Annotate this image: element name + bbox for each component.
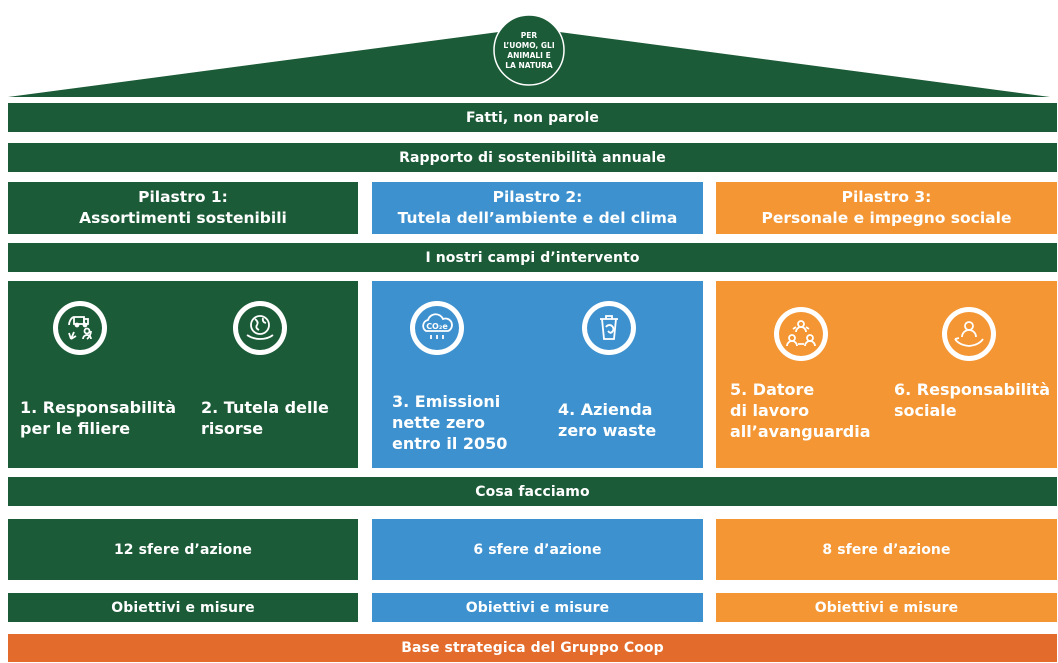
pillar-3-objectives-label: Obiettivi e misure: [814, 599, 959, 616]
what-we-do-bar: Cosa facciamo: [8, 477, 1057, 506]
field-3-line: entro il 2050: [392, 434, 508, 453]
field-3-line: 3. Emissioni: [392, 392, 501, 411]
field-4-icon-circle: [582, 301, 636, 355]
field-3-label: 3. Emissioni nette zero entro il 2050: [392, 391, 542, 454]
fields-panel-3: 5. Datore di lavoro all’avanguardia 6. R…: [716, 281, 1057, 468]
report-bar-label: Rapporto di sostenibilità annuale: [399, 149, 666, 166]
pillar-2-spheres-label: 6 sfere d’azione: [473, 541, 602, 558]
field-5-label: 5. Datore di lavoro all’avanguardia: [730, 379, 890, 442]
pillar-2-title: Pilastro 2:: [492, 188, 583, 206]
pillar-2-header: Pilastro 2: Tutela dell’ambiente e del c…: [372, 182, 703, 234]
facts-bar-label: Fatti, non parole: [466, 109, 599, 126]
pillar-1-spheres: 12 sfere d’azione: [8, 519, 358, 580]
pillar-3-title: Pilastro 3:: [841, 188, 932, 206]
pillar-1-title: Pilastro 1:: [138, 188, 228, 206]
pillar-2-spheres: 6 sfere d’azione: [372, 519, 703, 580]
badge-line: ANIMALI E: [507, 51, 551, 60]
field-6-line: 6. Responsabilità: [894, 380, 1050, 399]
pillar-2-objectives-label: Obiettivi e misure: [465, 599, 610, 616]
roof: [8, 14, 1050, 97]
co2-text: CO₂e: [426, 322, 448, 331]
pillar-1-header: Pilastro 1: Assortimenti sostenibili: [8, 182, 358, 234]
field-1-label: 1. Responsabilità per le filiere: [20, 397, 195, 439]
field-1-line: per le filiere: [20, 419, 131, 438]
field-3-line: nette zero: [392, 413, 486, 432]
badge-line: PER: [520, 31, 538, 40]
field-4-label: 4. Azienda zero waste: [558, 399, 698, 441]
badge-line: LA NATURA: [505, 61, 553, 70]
strategic-base-label: Base strategica del Gruppo Coop: [401, 640, 664, 656]
field-6-icon-circle: [942, 307, 996, 361]
pillar-3-header: Pilastro 3: Personale e impegno sociale: [716, 182, 1057, 234]
field-1-icon-circle: [53, 301, 107, 355]
field-6-line: sociale: [894, 401, 957, 420]
supply-chain-cycle-icon: [68, 316, 92, 340]
field-2-icon-circle: [233, 301, 287, 355]
strategic-base-bar: Base strategica del Gruppo Coop: [8, 634, 1057, 662]
fields-title-label: I nostri campi d’intervento: [425, 249, 640, 266]
pillar-1-spheres-label: 12 sfere d’azione: [113, 541, 253, 558]
field-3-icon-circle: CO₂e: [410, 301, 464, 355]
facts-bar: Fatti, non parole: [8, 103, 1057, 132]
field-6-label: 6. Responsabilità sociale: [894, 379, 1056, 421]
pillar-1-objectives: Obiettivi e misure: [8, 593, 358, 622]
field-5-line: all’avanguardia: [730, 422, 871, 441]
fields-panel-1: 1. Responsabilità per le filiere 2. Tute…: [8, 281, 358, 468]
badge-line: L’UOMO, GLI: [503, 41, 555, 50]
field-2-line: 2. Tutela delle: [201, 398, 329, 417]
pillar-3-subtitle: Personale e impegno sociale: [761, 209, 1012, 227]
pillar-2-objectives: Obiettivi e misure: [372, 593, 703, 622]
field-1-line: 1. Responsabilità: [20, 398, 176, 417]
roof-badge: PER L’UOMO, GLI ANIMALI E LA NATURA: [494, 23, 564, 79]
fields-panel-2: CO₂e 3. Emissioni nette zero entro il 20…: [372, 281, 703, 468]
field-5-icon-circle: [774, 307, 828, 361]
pillar-1-objectives-label: Obiettivi e misure: [111, 599, 255, 616]
globe-in-hand-icon: [246, 315, 274, 340]
pillar-2-subtitle: Tutela dell’ambiente e del clima: [397, 209, 678, 227]
what-we-do-label: Cosa facciamo: [475, 483, 590, 500]
field-2-label: 2. Tutela delle risorse: [201, 397, 356, 439]
pillar-3-objectives: Obiettivi e misure: [716, 593, 1057, 622]
pillar-3-spheres: 8 sfere d’azione: [716, 519, 1057, 580]
field-5-line: di lavoro: [730, 401, 810, 420]
co2-cloud-icon: CO₂e: [422, 313, 453, 339]
field-4-line: 4. Azienda: [558, 400, 653, 419]
report-bar: Rapporto di sostenibilità annuale: [8, 143, 1057, 172]
fields-title-bar: I nostri campi d’intervento: [8, 243, 1057, 272]
pillar-3-spheres-label: 8 sfere d’azione: [822, 541, 951, 558]
recycle-bin-icon: [600, 315, 618, 340]
field-2-line: risorse: [201, 419, 264, 438]
people-network-icon: [786, 320, 816, 347]
pillar-1-subtitle: Assortimenti sostenibili: [79, 209, 287, 227]
field-4-line: zero waste: [558, 421, 657, 440]
field-5-line: 5. Datore: [730, 380, 815, 399]
caring-hand-person-icon: [954, 321, 984, 347]
